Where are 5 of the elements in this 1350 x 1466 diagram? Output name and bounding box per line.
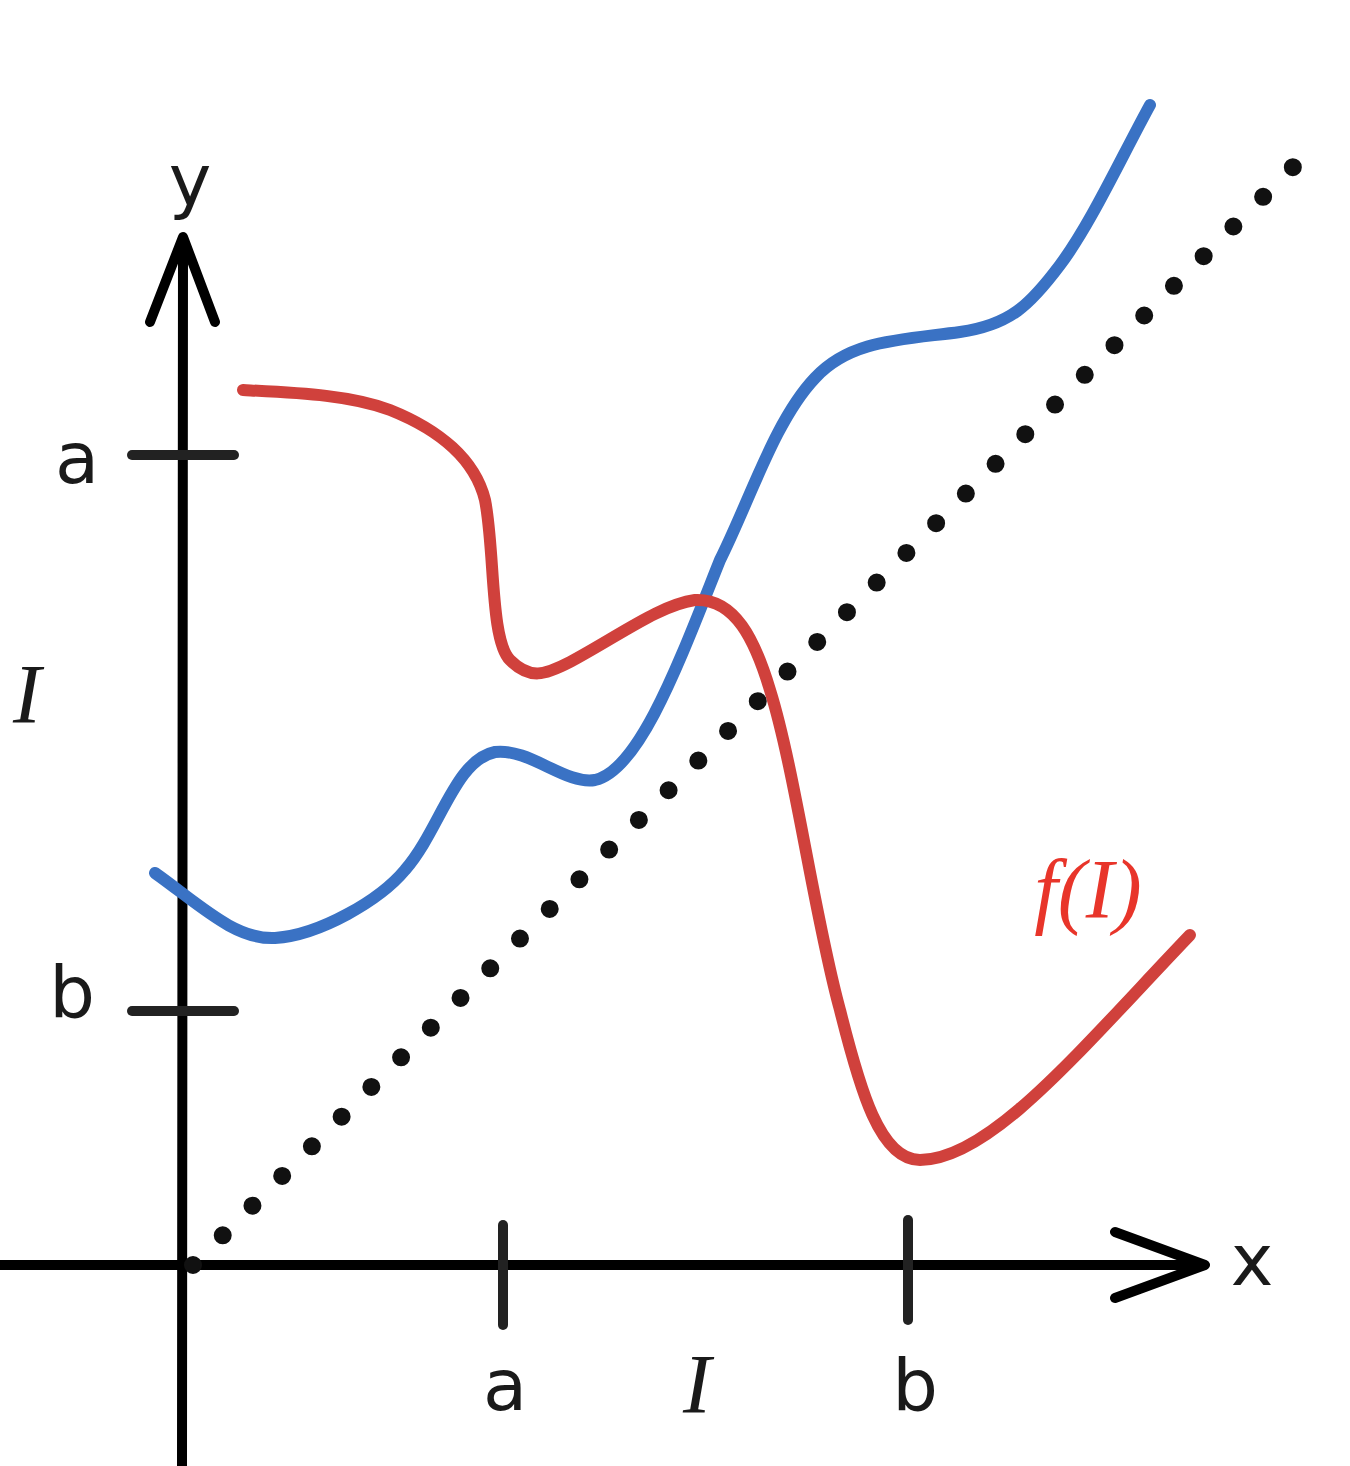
tick-label: b [892,1349,938,1421]
axis-label: x [1230,1224,1274,1296]
tick-label: a [54,422,100,494]
tick-label: a [482,1349,528,1421]
tick-label: b [49,956,95,1028]
